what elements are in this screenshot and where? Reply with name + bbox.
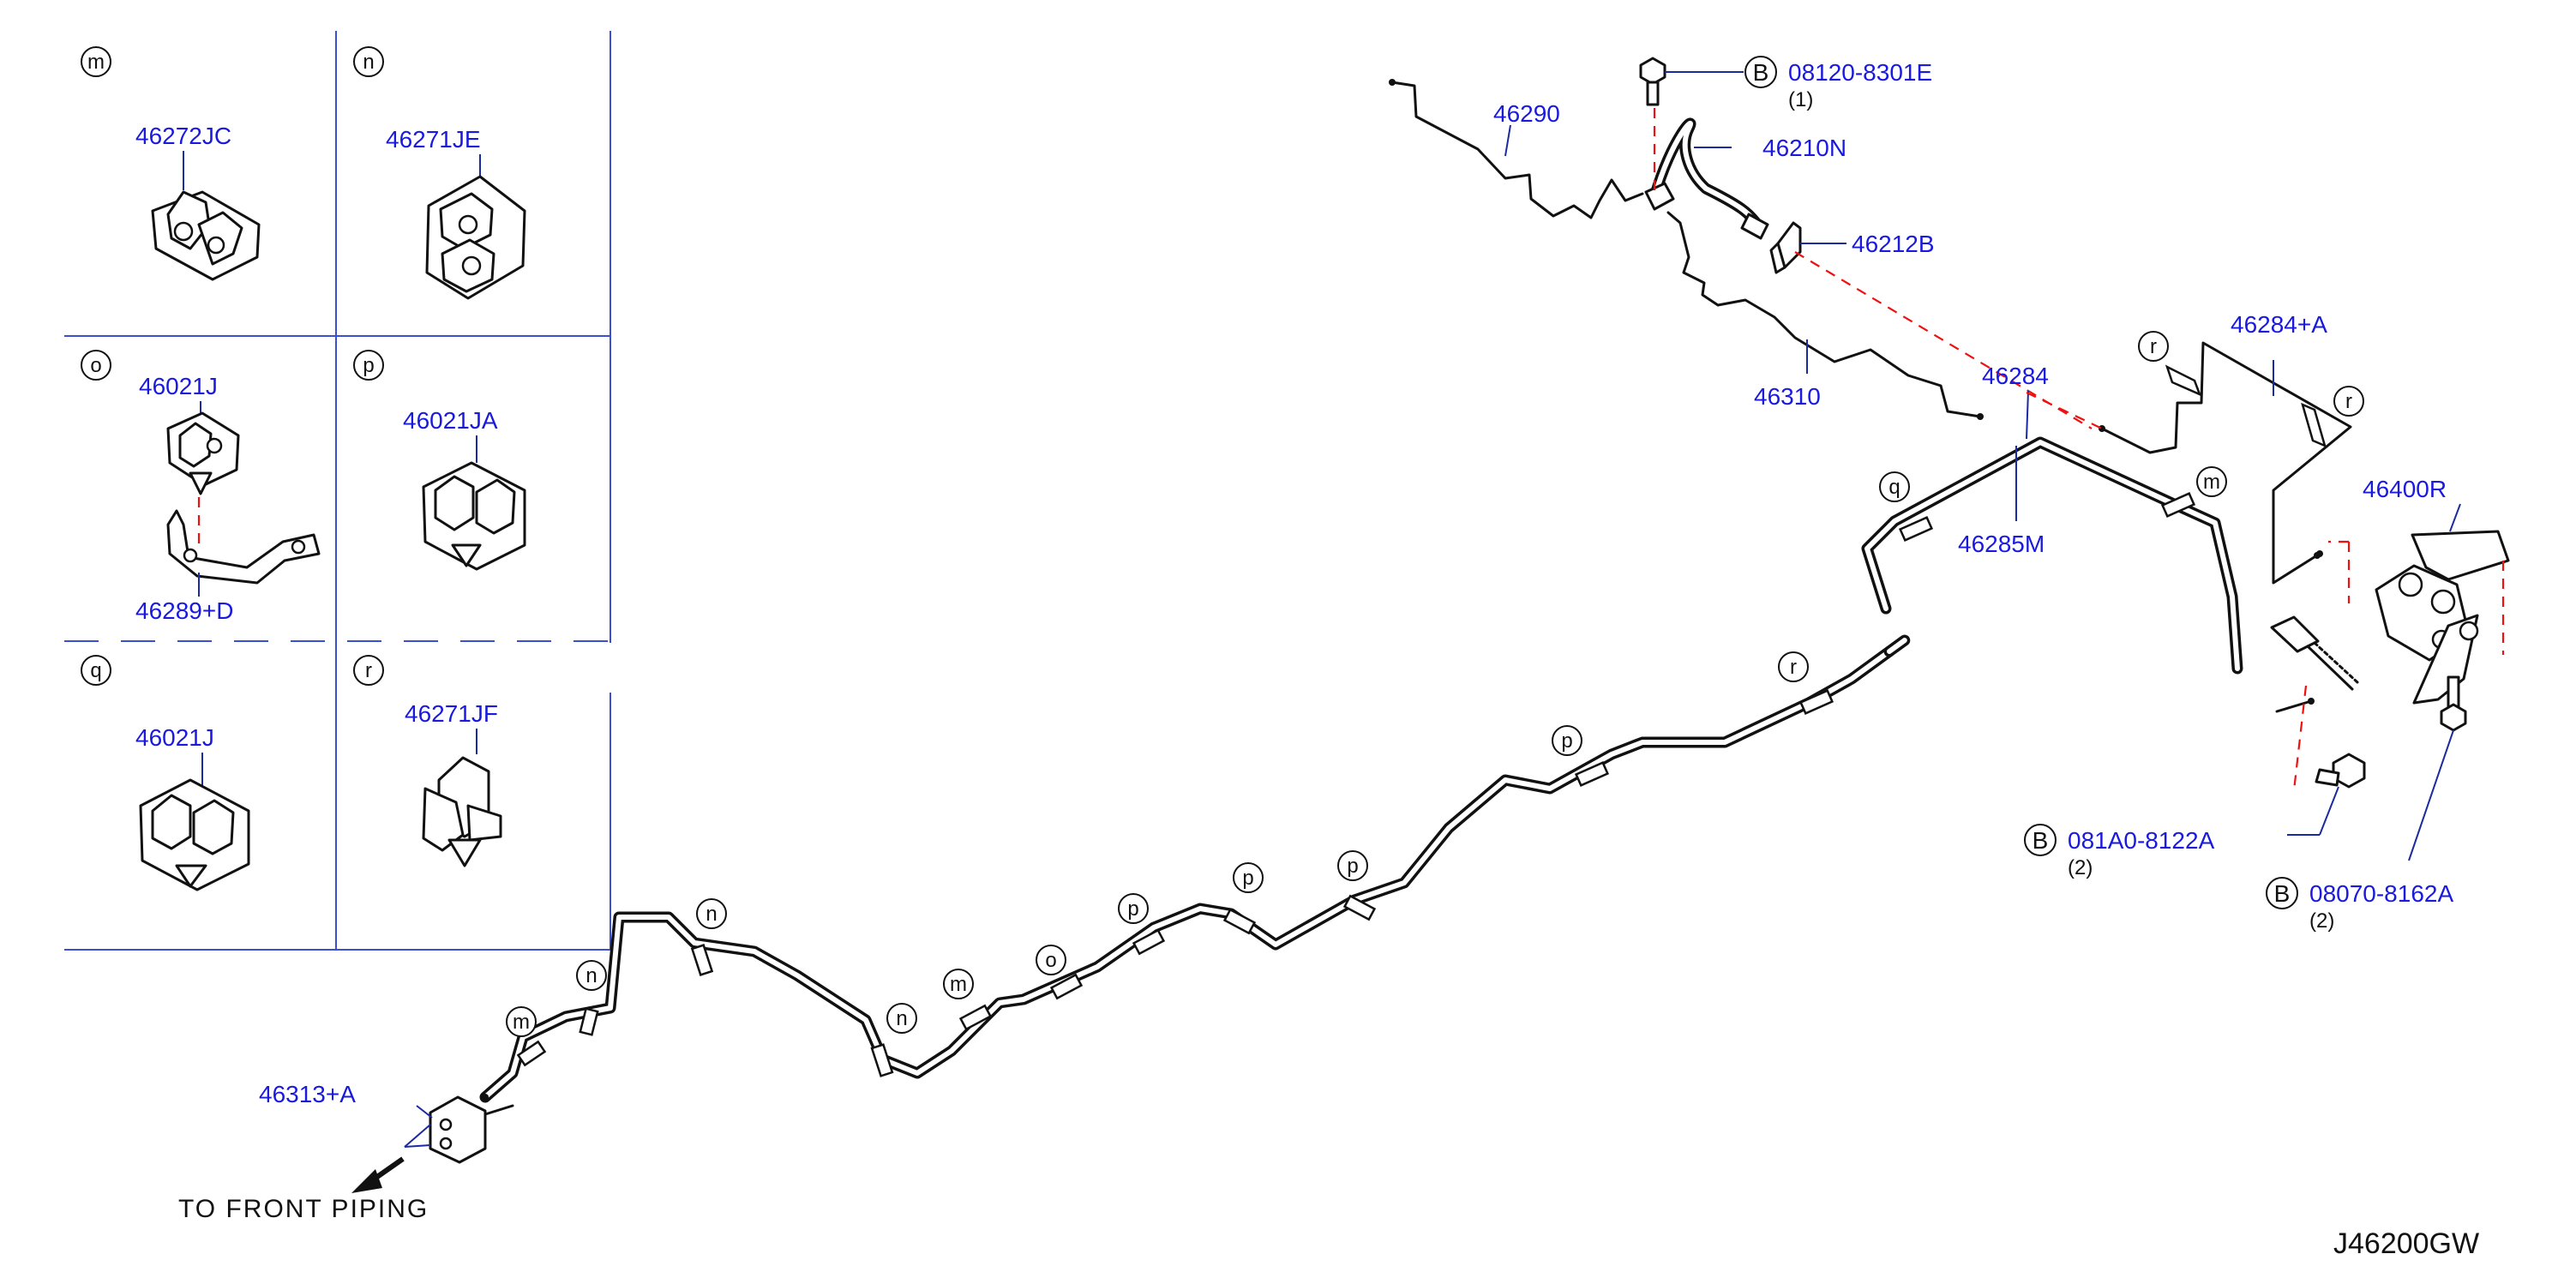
clip-marker-m2: m xyxy=(943,969,993,1031)
panel-o-part-number-top: 46021J xyxy=(139,373,218,399)
clip-markers: m n n n m o p p p p q m r r r xyxy=(506,331,2364,1077)
panel-m-part-number: 46272JC xyxy=(135,123,231,149)
svg-text:n: n xyxy=(896,1007,907,1030)
clip-marker-r1: r xyxy=(2138,331,2169,362)
panel-n: n 46271JE xyxy=(353,46,526,300)
panel-r-letter: r xyxy=(365,659,372,682)
label-46290: 46290 xyxy=(1493,100,1560,127)
bolt-2-number: 081A0-8122A xyxy=(2068,827,2215,854)
clip-marker-p4: p xyxy=(1552,725,1610,787)
bolt-callout-3: B 08070-8162A (2) xyxy=(2266,877,2453,933)
clip-46271JE-icon xyxy=(425,175,526,300)
clip-marker-r3: r xyxy=(1778,651,1834,715)
label-46212B: 46212B xyxy=(1852,231,1935,257)
clip-46272JC-icon xyxy=(151,190,261,281)
hose-46210N xyxy=(1644,117,1769,240)
svg-text:n: n xyxy=(585,964,597,987)
label-46285M: 46285M xyxy=(1958,531,2045,557)
pipe-46290 xyxy=(1389,79,1644,219)
svg-text:p: p xyxy=(1347,855,1358,878)
clip-marker-q: q xyxy=(1879,471,1934,542)
panel-p: p 46021JA xyxy=(353,350,526,571)
svg-text:p: p xyxy=(1127,897,1138,921)
main-brake-pipe xyxy=(479,436,2243,1103)
bolt-callout-1: B 08120-8301E (1) xyxy=(1744,56,1932,111)
bolt-3-qty: (2) xyxy=(2309,909,2334,933)
panel-o-part-number-bottom: 46289+D xyxy=(135,597,233,624)
clip-46021J-icon xyxy=(166,411,240,495)
bolt-callout-2: B 081A0-8122A (2) xyxy=(2024,824,2215,879)
svg-text:n: n xyxy=(706,903,717,926)
bolt-1-symbol: B xyxy=(1753,59,1769,86)
bolt-3-number: 08070-8162A xyxy=(2309,880,2453,907)
label-46400R: 46400R xyxy=(2363,476,2447,502)
clip-46212B-icon xyxy=(1769,221,1846,274)
bolt-081A0-8122A-icon xyxy=(2287,753,2366,836)
part-labels: 46290 46210N 46212B 46310 46284 46284+A … xyxy=(259,100,2447,1107)
pipe-46284 xyxy=(2099,341,2352,585)
panel-p-part-number: 46021JA xyxy=(403,407,498,434)
panel-m-letter-circle xyxy=(81,46,111,77)
panel-o-letter: o xyxy=(90,354,101,377)
pipe-46310 xyxy=(1666,211,1984,420)
arrow-front-icon xyxy=(351,1169,382,1193)
clip-46021JA-icon xyxy=(422,461,526,571)
panel-m-letter: m xyxy=(87,51,105,74)
svg-text:q: q xyxy=(1888,476,1900,499)
front-piping-note: TO FRONT PIPING xyxy=(178,1195,429,1223)
bolt-1-number: 08120-8301E xyxy=(1788,59,1932,86)
svg-text:r: r xyxy=(2345,390,2352,413)
bolt-1-qty: (1) xyxy=(1788,88,1813,111)
svg-text:m: m xyxy=(950,973,967,996)
panel-r: r 46271JF xyxy=(353,655,502,867)
clip-marker-m1: m xyxy=(506,1006,547,1067)
bracket-46289D-icon xyxy=(166,509,321,585)
svg-text:p: p xyxy=(1561,729,1572,753)
diagram-code: J46200GW xyxy=(2333,1227,2479,1260)
panel-p-letter: p xyxy=(363,354,374,377)
bolt-08070-8162A-icon xyxy=(2408,675,2467,861)
svg-text:r: r xyxy=(2150,335,2157,358)
clip-marker-o: o xyxy=(1036,945,1084,1000)
panel-n-part-number: 46271JE xyxy=(386,126,481,153)
panel-o: o 46021J 46289+D xyxy=(81,350,321,624)
panel-q-part-number: 46021J xyxy=(135,724,214,751)
clip-46271JF-icon xyxy=(422,756,502,867)
clip-marker-p3: p xyxy=(1337,850,1377,921)
clip-panel-grid xyxy=(64,31,611,951)
clip-marker-p2: p xyxy=(1222,862,1264,935)
clip-46021J-q-icon xyxy=(139,778,250,891)
bolt-2-qty: (2) xyxy=(2068,856,2093,879)
svg-text:o: o xyxy=(1045,949,1056,972)
label-46313A: 46313+A xyxy=(259,1081,356,1107)
svg-text:m: m xyxy=(513,1011,530,1034)
panel-m: m 46272JC xyxy=(81,46,261,281)
label-46210N: 46210N xyxy=(1762,135,1846,161)
clip-marker-p1: p xyxy=(1118,893,1166,956)
clip-marker-n2: n xyxy=(690,898,727,976)
panel-n-letter: n xyxy=(363,51,374,74)
clip-marker-n1: n xyxy=(576,960,607,1036)
clip-marker-n3: n xyxy=(870,1003,917,1077)
bolt-2-symbol: B xyxy=(2033,827,2049,854)
bolt-3-symbol: B xyxy=(2274,880,2291,907)
valve-46400R-icon xyxy=(2270,503,2510,713)
bolt-08120-8301E-icon xyxy=(1639,57,1744,106)
label-46284A: 46284+A xyxy=(2231,311,2327,338)
svg-text:r: r xyxy=(1790,656,1797,679)
panel-q-letter: q xyxy=(90,659,101,682)
panel-r-part-number: 46271JF xyxy=(405,700,498,727)
panel-q: q 46021J xyxy=(81,655,250,891)
label-46310: 46310 xyxy=(1754,383,1821,410)
label-46284: 46284 xyxy=(1982,363,2049,389)
clip-marker-m3: m xyxy=(2160,466,2227,518)
svg-text:m: m xyxy=(2203,471,2220,494)
svg-text:p: p xyxy=(1242,867,1253,890)
connector-46313A-icon xyxy=(351,1094,514,1193)
clip-marker-r2: r xyxy=(2333,386,2364,417)
